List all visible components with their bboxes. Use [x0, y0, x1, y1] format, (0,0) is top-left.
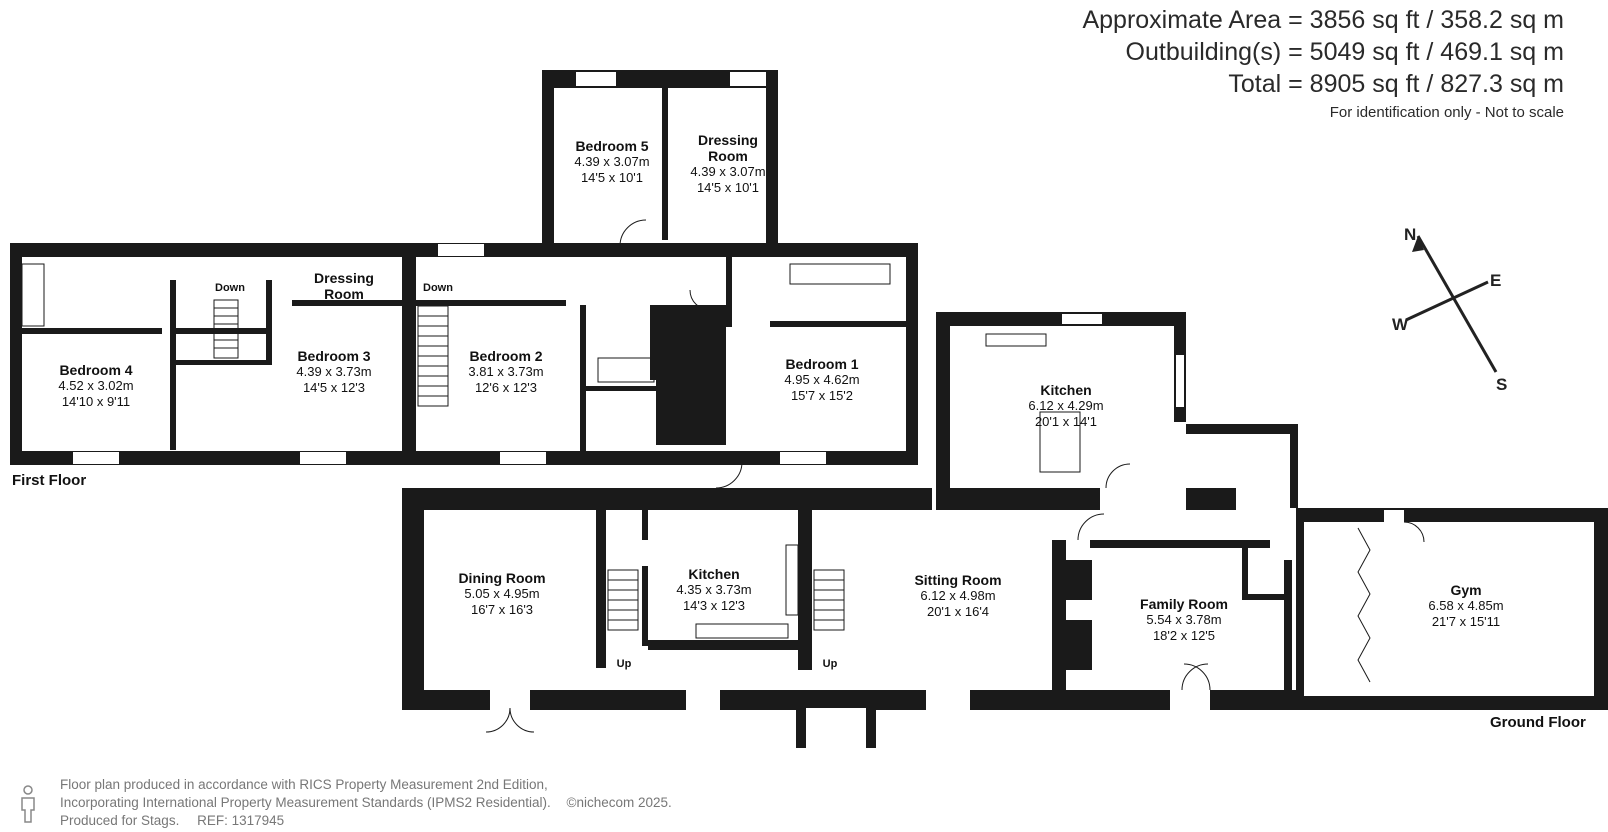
- compass: N E S W: [1392, 225, 1507, 394]
- room-name: Dining Room: [458, 570, 546, 586]
- room-metric: 4.95 x 4.62m: [784, 372, 860, 387]
- footer-copyright: ©nichecom 2025.: [566, 795, 672, 810]
- window-gaps: [73, 72, 906, 464]
- room-gym: Gym 6.58 x 4.85m 21'7 x 15'11: [1428, 582, 1503, 630]
- room-name: Kitchen: [688, 566, 740, 582]
- room-name: Bedroom 5: [575, 138, 649, 154]
- person-icon: [21, 785, 35, 823]
- room-name: Dressing Room: [698, 132, 758, 164]
- room-bedroom-5: Bedroom 5 4.39 x 3.07m 14'5 x 10'1: [574, 138, 649, 186]
- room-family-room: Family Room 5.54 x 3.78m 18'2 x 12'5: [1140, 596, 1228, 644]
- room-imperial: 14'10 x 9'11: [61, 394, 131, 409]
- approximate-area: Approximate Area = 3856 sq ft / 358.2 sq…: [1082, 6, 1564, 34]
- room-sitting-room: Sitting Room 6.12 x 4.98m 20'1 x 16'4: [914, 572, 1001, 620]
- room-name: Bedroom 1: [785, 356, 859, 372]
- room-imperial: 20'1 x 14'1: [1034, 414, 1098, 429]
- outbuildings-area: Outbuilding(s) = 5049 sq ft / 469.1 sq m: [1125, 38, 1564, 66]
- room-name: Gym: [1450, 582, 1482, 598]
- room-name: Sitting Room: [914, 572, 1002, 588]
- area-summary: Approximate Area = 3856 sq ft / 358.2 sq…: [1082, 4, 1564, 121]
- room-metric: 6.58 x 4.85m: [1428, 598, 1504, 613]
- compass-n: N: [1404, 225, 1416, 244]
- room-imperial: 16'7 x 16'3: [470, 602, 534, 617]
- ground-floor-label: Ground Floor: [1490, 714, 1586, 731]
- footer-credits: Floor plan produced in accordance with R…: [60, 776, 672, 830]
- room-metric: 3.81 x 3.73m: [468, 364, 544, 379]
- room-metric: 6.12 x 4.29m: [1028, 398, 1104, 413]
- footer-ref: REF: 1317945: [197, 813, 285, 828]
- walls: [10, 70, 918, 465]
- room-metric: 5.05 x 4.95m: [464, 586, 540, 601]
- room-kitchen-front: Kitchen 4.35 x 3.73m 14'3 x 12'3: [676, 566, 751, 614]
- compass-e: E: [1490, 271, 1501, 290]
- compass-w: W: [1392, 315, 1409, 334]
- stair-up-label: Up: [616, 658, 632, 670]
- compass-s: S: [1496, 375, 1507, 394]
- room-metric: 5.54 x 3.78m: [1146, 612, 1222, 627]
- room-imperial: 20'1 x 16'4: [926, 604, 990, 619]
- ground-window-gaps: [490, 314, 1404, 748]
- room-name: Bedroom 4: [59, 362, 133, 378]
- room-dressing-room-lower: Dressing Room: [304, 270, 384, 302]
- total-area: Total = 8905 sq ft / 827.3 sq m: [1228, 70, 1564, 98]
- room-imperial: 12'6 x 12'3: [474, 380, 538, 395]
- room-name: Kitchen: [1040, 382, 1092, 398]
- footer-line-1: Floor plan produced in accordance with R…: [60, 777, 548, 792]
- ground-walls: [402, 312, 1608, 748]
- room-bedroom-3: Bedroom 3 4.39 x 3.73m 14'5 x 12'3: [296, 348, 371, 396]
- room-bedroom-4: Bedroom 4 4.52 x 3.02m 14'10 x 9'11: [58, 362, 133, 410]
- room-metric: 4.39 x 3.07m: [574, 154, 650, 169]
- room-imperial: 14'5 x 10'1: [580, 170, 644, 185]
- room-imperial: 14'3 x 12'3: [682, 598, 746, 613]
- room-metric: 6.12 x 4.98m: [920, 588, 996, 603]
- room-imperial: 14'5 x 10'1: [696, 180, 760, 195]
- room-metric: 4.39 x 3.07m: [690, 164, 766, 179]
- room-dressing-room-upper: Dressing Room 4.39 x 3.07m 14'5 x 10'1: [683, 132, 773, 196]
- stair-down-label: Down: [423, 282, 453, 294]
- room-imperial: 21'7 x 15'11: [1431, 614, 1501, 629]
- room-metric: 4.39 x 3.73m: [296, 364, 372, 379]
- scale-note: For identification only - Not to scale: [1329, 104, 1564, 121]
- footer-line-2: Incorporating International Property Mea…: [60, 794, 672, 812]
- room-metric: 4.52 x 3.02m: [58, 378, 134, 393]
- footer-produced-for: Produced for Stags.: [60, 813, 180, 828]
- room-bedroom-1: Bedroom 1 4.95 x 4.62m 15'7 x 15'2: [784, 356, 859, 404]
- stairs: [21, 219, 1425, 733]
- room-name: Dressing Room: [314, 270, 374, 302]
- stair-down-label: Down: [215, 282, 245, 294]
- room-bedroom-2: Bedroom 2 3.81 x 3.73m 12'6 x 12'3: [468, 348, 543, 396]
- room-name: Bedroom 2: [469, 348, 543, 364]
- room-imperial: 18'2 x 12'5: [1152, 628, 1216, 643]
- room-imperial: 14'5 x 12'3: [302, 380, 366, 395]
- room-dining-room: Dining Room 5.05 x 4.95m 16'7 x 16'3: [458, 570, 545, 618]
- room-name: Bedroom 3: [297, 348, 371, 364]
- footer-line-3: Produced for Stags. REF: 1317945: [60, 812, 672, 830]
- room-metric: 4.35 x 3.73m: [676, 582, 752, 597]
- room-imperial: 15'7 x 15'2: [790, 388, 854, 403]
- stair-up-label: Up: [822, 658, 838, 670]
- room-name: Family Room: [1140, 596, 1228, 612]
- room-kitchen-rear: Kitchen 6.12 x 4.29m 20'1 x 14'1: [1028, 382, 1103, 430]
- first-floor-label: First Floor: [12, 472, 87, 489]
- footer-ipms: Incorporating International Property Mea…: [60, 795, 551, 810]
